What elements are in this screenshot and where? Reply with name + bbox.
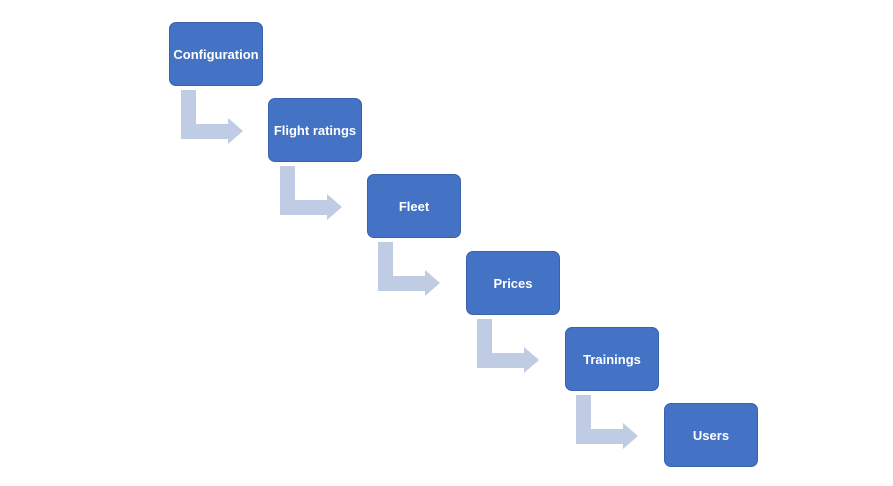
step-fleet: Fleet [367,174,461,238]
bent-arrow-1 [181,90,243,144]
step-prices: Prices [466,251,560,315]
bent-arrow-2 [280,166,342,220]
bent-arrow-5 [576,395,638,449]
step-configuration: Configuration [169,22,263,86]
step-flight-ratings: Flight ratings [268,98,362,162]
bent-arrow-4 [477,319,539,373]
step-users: Users [664,403,758,467]
step-trainings: Trainings [565,327,659,391]
bent-arrow-3 [378,242,440,296]
